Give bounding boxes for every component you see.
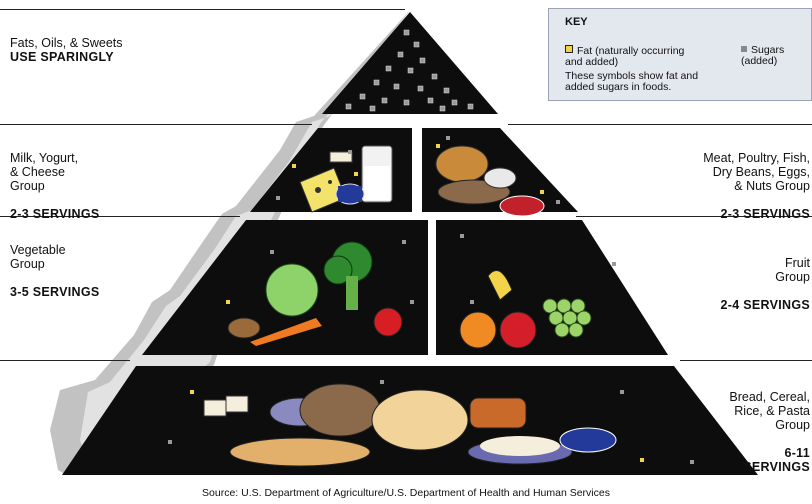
- label-vegetable-group: Vegetable Group 3-5 SERVINGS: [10, 229, 100, 313]
- rule-milk: [0, 124, 312, 125]
- tier-fats-sweets: [322, 12, 498, 114]
- rule-bread-left: [0, 360, 130, 361]
- rule-fruit: [576, 216, 812, 217]
- label-fats-oils-sweets: Fats, Oils, & Sweets USE SPARINGLY: [10, 22, 123, 78]
- label-meat-group: Meat, Poultry, Fish, Dry Beans, Eggs, & …: [703, 137, 810, 235]
- fat-symbol-icon: [565, 45, 573, 53]
- serving-text: 6-11 SERVINGS: [743, 446, 810, 474]
- group-name: Bread, Cereal, Rice, & Pasta Group: [729, 390, 810, 432]
- bread-foods: [168, 380, 694, 467]
- key-sugar-label: Sugars (added): [741, 44, 785, 67]
- group-name: Fruit Group: [775, 256, 810, 284]
- label-milk-group: Milk, Yogurt, & Cheese Group 2-3 SERVING…: [10, 137, 100, 235]
- label-bread-group: Bread, Cereal, Rice, & Pasta Group 6-11 …: [729, 376, 810, 488]
- serving-text: 2-3 SERVINGS: [720, 207, 810, 221]
- group-name: Vegetable Group: [10, 243, 66, 271]
- serving-text: 2-3 SERVINGS: [10, 207, 100, 221]
- key-legend: KEY Fat (naturally occurring and added) …: [548, 8, 812, 101]
- label-fruit-group: Fruit Group 2-4 SERVINGS: [720, 242, 810, 326]
- source-credit: Source: U.S. Department of Agriculture/U…: [202, 487, 610, 499]
- rule-veg: [0, 216, 240, 217]
- key-title: KEY: [565, 16, 588, 28]
- group-name: Meat, Poultry, Fish, Dry Beans, Eggs, & …: [703, 151, 810, 193]
- milk-foods: [276, 145, 393, 213]
- meat-foods: [435, 136, 560, 217]
- rule-bread-right: [680, 360, 812, 361]
- vegetable-foods: [226, 240, 414, 346]
- rule-top: [0, 9, 405, 10]
- top-symbols: [345, 29, 474, 112]
- group-name: Fats, Oils, & Sweets: [10, 36, 123, 50]
- key-fat-label: Fat (naturally occurring and added): [565, 45, 685, 68]
- key-sugar-entry: Sugars (added): [741, 34, 784, 67]
- key-note: These symbols show fat and added sugars …: [565, 70, 699, 93]
- sugar-symbol-icon: [741, 46, 747, 52]
- serving-text: USE SPARINGLY: [10, 50, 114, 64]
- rule-meat: [508, 124, 812, 125]
- serving-text: 3-5 SERVINGS: [10, 285, 100, 299]
- group-name: Milk, Yogurt, & Cheese Group: [10, 151, 79, 193]
- fruit-foods: [459, 234, 616, 349]
- key-fat-entry: Fat (naturally occurring and added): [565, 34, 684, 68]
- serving-text: 2-4 SERVINGS: [720, 298, 810, 312]
